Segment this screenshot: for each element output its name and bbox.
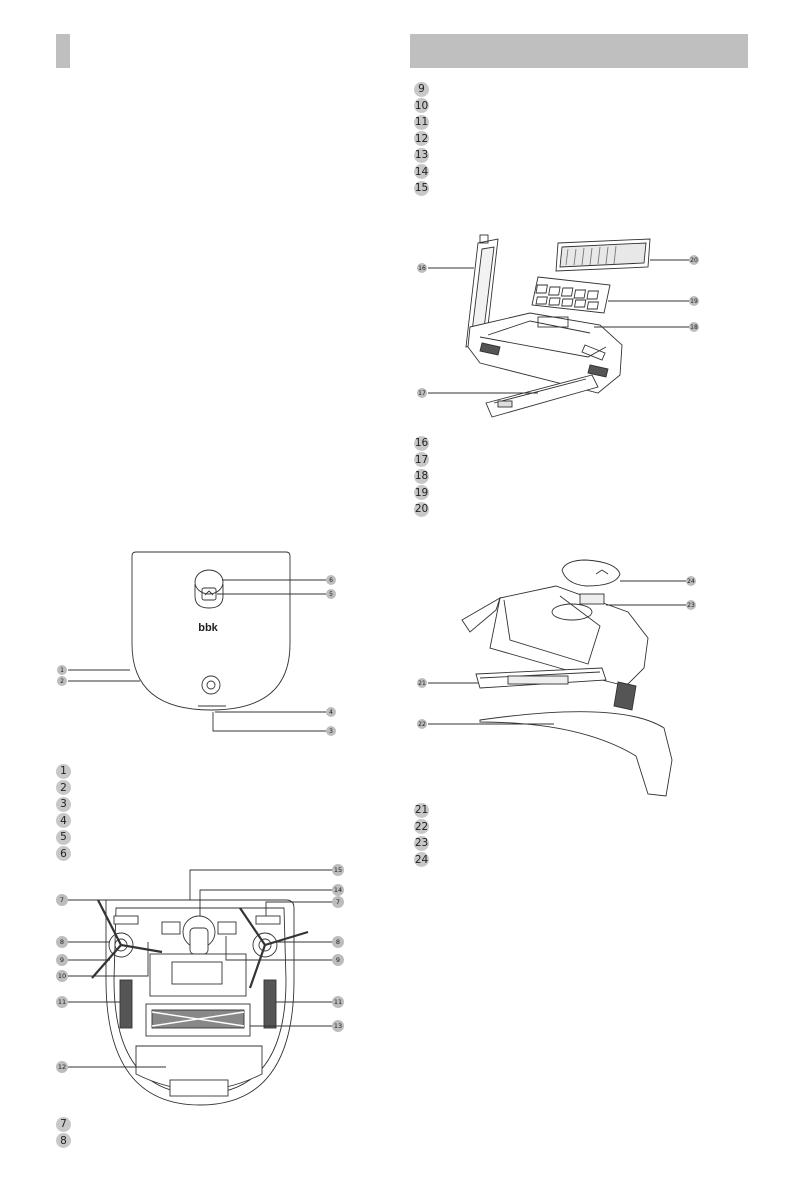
number-badge: 1 — [56, 763, 71, 779]
number-badge: 3 — [56, 796, 71, 812]
callout-9-right: 9 — [336, 956, 340, 964]
robot-bottom-view: 7 8 9 10 11 12 15 14 7 8 9 11 13 — [56, 864, 344, 1106]
number-badge: 4 — [56, 813, 71, 829]
parts-list-9-15: 9 10 11 12 13 14 15 — [414, 81, 429, 197]
number-badge: 15 — [414, 180, 429, 196]
list-item: 10 — [414, 98, 429, 115]
callout-12-left: 12 — [58, 1063, 66, 1071]
list-item: 20 — [414, 501, 429, 518]
number-badge: 14 — [414, 164, 429, 180]
callout-21: 21 — [418, 680, 426, 687]
number-badge: 6 — [56, 846, 71, 862]
list-item: 1 — [56, 763, 71, 780]
number-badge: 20 — [414, 501, 429, 517]
callout-9-left: 9 — [60, 956, 64, 964]
number-badge: 24 — [414, 852, 429, 868]
callout-11-right: 11 — [334, 998, 342, 1006]
callout-20: 20 — [690, 257, 698, 264]
callout-11-left: 11 — [58, 998, 66, 1006]
list-item: 9 — [414, 81, 429, 98]
list-item: 12 — [414, 131, 429, 148]
list-item: 8 — [56, 1133, 71, 1150]
callout-18: 18 — [690, 324, 698, 331]
parts-list-7-8: 7 8 — [56, 1116, 71, 1149]
dustbox-diagram: 16 17 18 19 20 — [417, 234, 699, 418]
number-badge: 7 — [56, 1116, 71, 1132]
number-badge: 8 — [56, 1133, 71, 1149]
number-badge: 11 — [414, 114, 429, 130]
callout-22: 22 — [418, 721, 426, 728]
list-item: 17 — [414, 452, 429, 469]
list-item: 2 — [56, 780, 71, 797]
number-badge: 2 — [56, 780, 71, 796]
robot-top-view: bbk 1 2 3 4 5 6 — [57, 551, 336, 736]
parts-list-16-20: 16 17 18 19 20 — [414, 435, 429, 518]
list-item: 11 — [414, 114, 429, 131]
list-item: 15 — [414, 180, 429, 197]
callout-23: 23 — [687, 602, 695, 609]
callout-19: 19 — [690, 298, 698, 305]
list-item: 22 — [414, 819, 429, 836]
list-item: 4 — [56, 813, 71, 830]
parts-list-21-24: 21 22 23 24 — [414, 802, 429, 868]
number-badge: 12 — [414, 131, 429, 147]
list-item: 7 — [56, 1116, 71, 1133]
number-badge: 5 — [56, 829, 71, 845]
callout-17: 17 — [418, 390, 426, 397]
list-item: 13 — [414, 147, 429, 164]
callout-14-right: 14 — [334, 886, 342, 894]
list-item: 5 — [56, 829, 71, 846]
callout-8-left: 8 — [60, 938, 64, 946]
callout-1: 1 — [60, 667, 64, 674]
callout-8-right: 8 — [336, 938, 340, 946]
callout-7-left: 7 — [60, 896, 64, 904]
list-item: 18 — [414, 468, 429, 485]
callout-4: 4 — [329, 709, 333, 716]
list-item: 16 — [414, 435, 429, 452]
parts-list-1-6: 1 2 3 4 5 6 — [56, 763, 71, 862]
number-badge: 13 — [414, 147, 429, 163]
callout-3: 3 — [329, 728, 333, 735]
cover-diagram: 21 22 23 24 — [417, 559, 696, 797]
number-badge: 18 — [414, 468, 429, 484]
list-item: 21 — [414, 802, 429, 819]
callout-5: 5 — [329, 591, 333, 598]
number-badge: 21 — [414, 802, 429, 818]
number-badge: 10 — [414, 98, 429, 114]
brand-logo-text: bbk — [198, 622, 218, 634]
list-item: 19 — [414, 485, 429, 502]
number-badge: 22 — [414, 819, 429, 835]
number-badge: 23 — [414, 835, 429, 851]
list-item: 23 — [414, 835, 429, 852]
callout-24: 24 — [687, 578, 695, 585]
list-item: 3 — [56, 796, 71, 813]
list-item: 6 — [56, 846, 71, 863]
callout-6: 6 — [329, 577, 333, 584]
callout-2: 2 — [60, 678, 64, 685]
number-badge: 19 — [414, 485, 429, 501]
list-item: 14 — [414, 164, 429, 181]
callout-15-right: 15 — [334, 866, 342, 874]
callout-13-right: 13 — [334, 1022, 342, 1030]
number-badge: 16 — [414, 435, 429, 451]
number-badge: 9 — [414, 81, 429, 97]
callout-7-right: 7 — [336, 898, 340, 906]
right-header-bar — [410, 34, 748, 68]
list-item: 24 — [414, 852, 429, 869]
left-header-bar — [56, 34, 70, 68]
number-badge: 17 — [414, 452, 429, 468]
callout-10-left: 10 — [58, 972, 66, 980]
callout-16: 16 — [418, 265, 426, 272]
